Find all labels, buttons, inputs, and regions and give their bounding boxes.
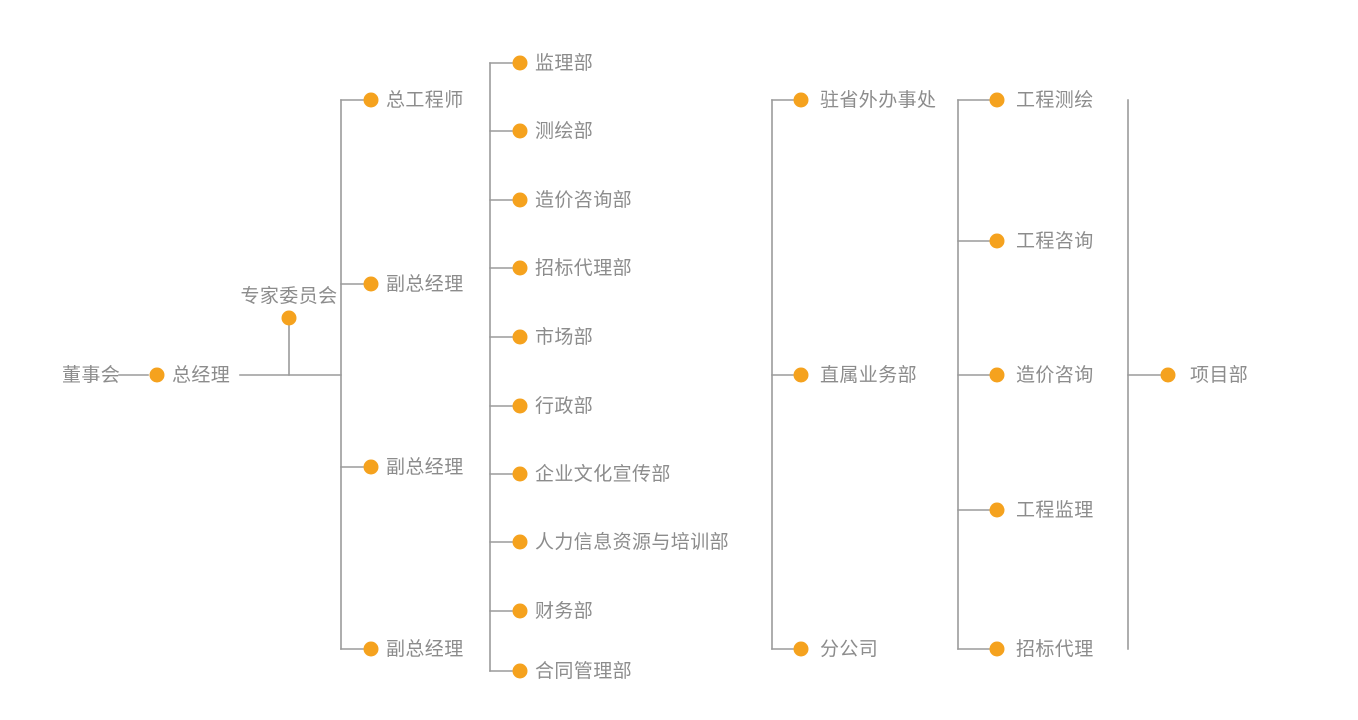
service-line-item-label[interactable]: 造价咨询 bbox=[1016, 364, 1094, 386]
department-item-label[interactable]: 测绘部 bbox=[535, 120, 594, 142]
service-line-item-dot[interactable] bbox=[989, 233, 1005, 249]
node-label-deputy-gm-1[interactable]: 副总经理 bbox=[386, 273, 464, 295]
business-unit-item-dot[interactable] bbox=[793, 92, 809, 108]
department-item-dot[interactable] bbox=[512, 260, 528, 276]
node-dot-deputy-gm-2[interactable] bbox=[363, 459, 379, 475]
node-label-deputy-gm-2[interactable]: 副总经理 bbox=[386, 456, 464, 478]
node-dot-chief-engineer[interactable] bbox=[363, 92, 379, 108]
service-line-item-dot[interactable] bbox=[989, 367, 1005, 383]
department-item-label[interactable]: 人力信息资源与培训部 bbox=[535, 531, 730, 553]
department-item-label[interactable]: 合同管理部 bbox=[535, 660, 633, 682]
business-unit-item-label[interactable]: 驻省外办事处 bbox=[820, 89, 937, 111]
department-item-label[interactable]: 监理部 bbox=[535, 52, 594, 74]
service-line-item-dot[interactable] bbox=[989, 92, 1005, 108]
node-label-chief-engineer[interactable]: 总工程师 bbox=[386, 89, 464, 111]
department-item-dot[interactable] bbox=[512, 329, 528, 345]
node-dot-deputy-gm-1[interactable] bbox=[363, 276, 379, 292]
node-label-general-manager[interactable]: 总经理 bbox=[172, 364, 231, 386]
department-item-label[interactable]: 市场部 bbox=[535, 326, 594, 348]
department-item-dot[interactable] bbox=[512, 663, 528, 679]
service-line-item-dot[interactable] bbox=[989, 641, 1005, 657]
node-label-deputy-gm-3[interactable]: 副总经理 bbox=[386, 638, 464, 660]
node-dot-general-manager[interactable] bbox=[149, 367, 165, 383]
service-line-item-label[interactable]: 工程咨询 bbox=[1016, 230, 1094, 252]
department-item-label[interactable]: 财务部 bbox=[535, 600, 594, 622]
business-unit-item-label[interactable]: 分公司 bbox=[820, 638, 879, 660]
service-line-item-label[interactable]: 工程监理 bbox=[1016, 499, 1094, 521]
node-dot-project-dept[interactable] bbox=[1160, 367, 1176, 383]
business-unit-item-dot[interactable] bbox=[793, 367, 809, 383]
department-item-label[interactable]: 造价咨询部 bbox=[535, 189, 633, 211]
department-item-label[interactable]: 招标代理部 bbox=[535, 257, 633, 279]
department-item-dot[interactable] bbox=[512, 55, 528, 71]
department-item-label[interactable]: 企业文化宣传部 bbox=[535, 463, 671, 485]
department-item-dot[interactable] bbox=[512, 398, 528, 414]
business-unit-item-label[interactable]: 直属业务部 bbox=[820, 364, 918, 386]
node-label-project-dept[interactable]: 项目部 bbox=[1190, 364, 1249, 386]
department-item-dot[interactable] bbox=[512, 534, 528, 550]
business-unit-item-dot[interactable] bbox=[793, 641, 809, 657]
service-line-item-label[interactable]: 工程测绘 bbox=[1016, 89, 1094, 111]
service-line-item-dot[interactable] bbox=[989, 502, 1005, 518]
department-item-label[interactable]: 行政部 bbox=[535, 395, 594, 417]
node-dot-expert-committee[interactable] bbox=[281, 310, 297, 326]
department-item-dot[interactable] bbox=[512, 192, 528, 208]
department-item-dot[interactable] bbox=[512, 603, 528, 619]
node-label-expert-committee[interactable]: 专家委员会 bbox=[240, 285, 338, 307]
department-item-dot[interactable] bbox=[512, 123, 528, 139]
node-label-board[interactable]: 董事会 bbox=[62, 364, 121, 386]
department-item-dot[interactable] bbox=[512, 466, 528, 482]
service-line-item-label[interactable]: 招标代理 bbox=[1016, 638, 1094, 660]
node-dot-deputy-gm-3[interactable] bbox=[363, 641, 379, 657]
